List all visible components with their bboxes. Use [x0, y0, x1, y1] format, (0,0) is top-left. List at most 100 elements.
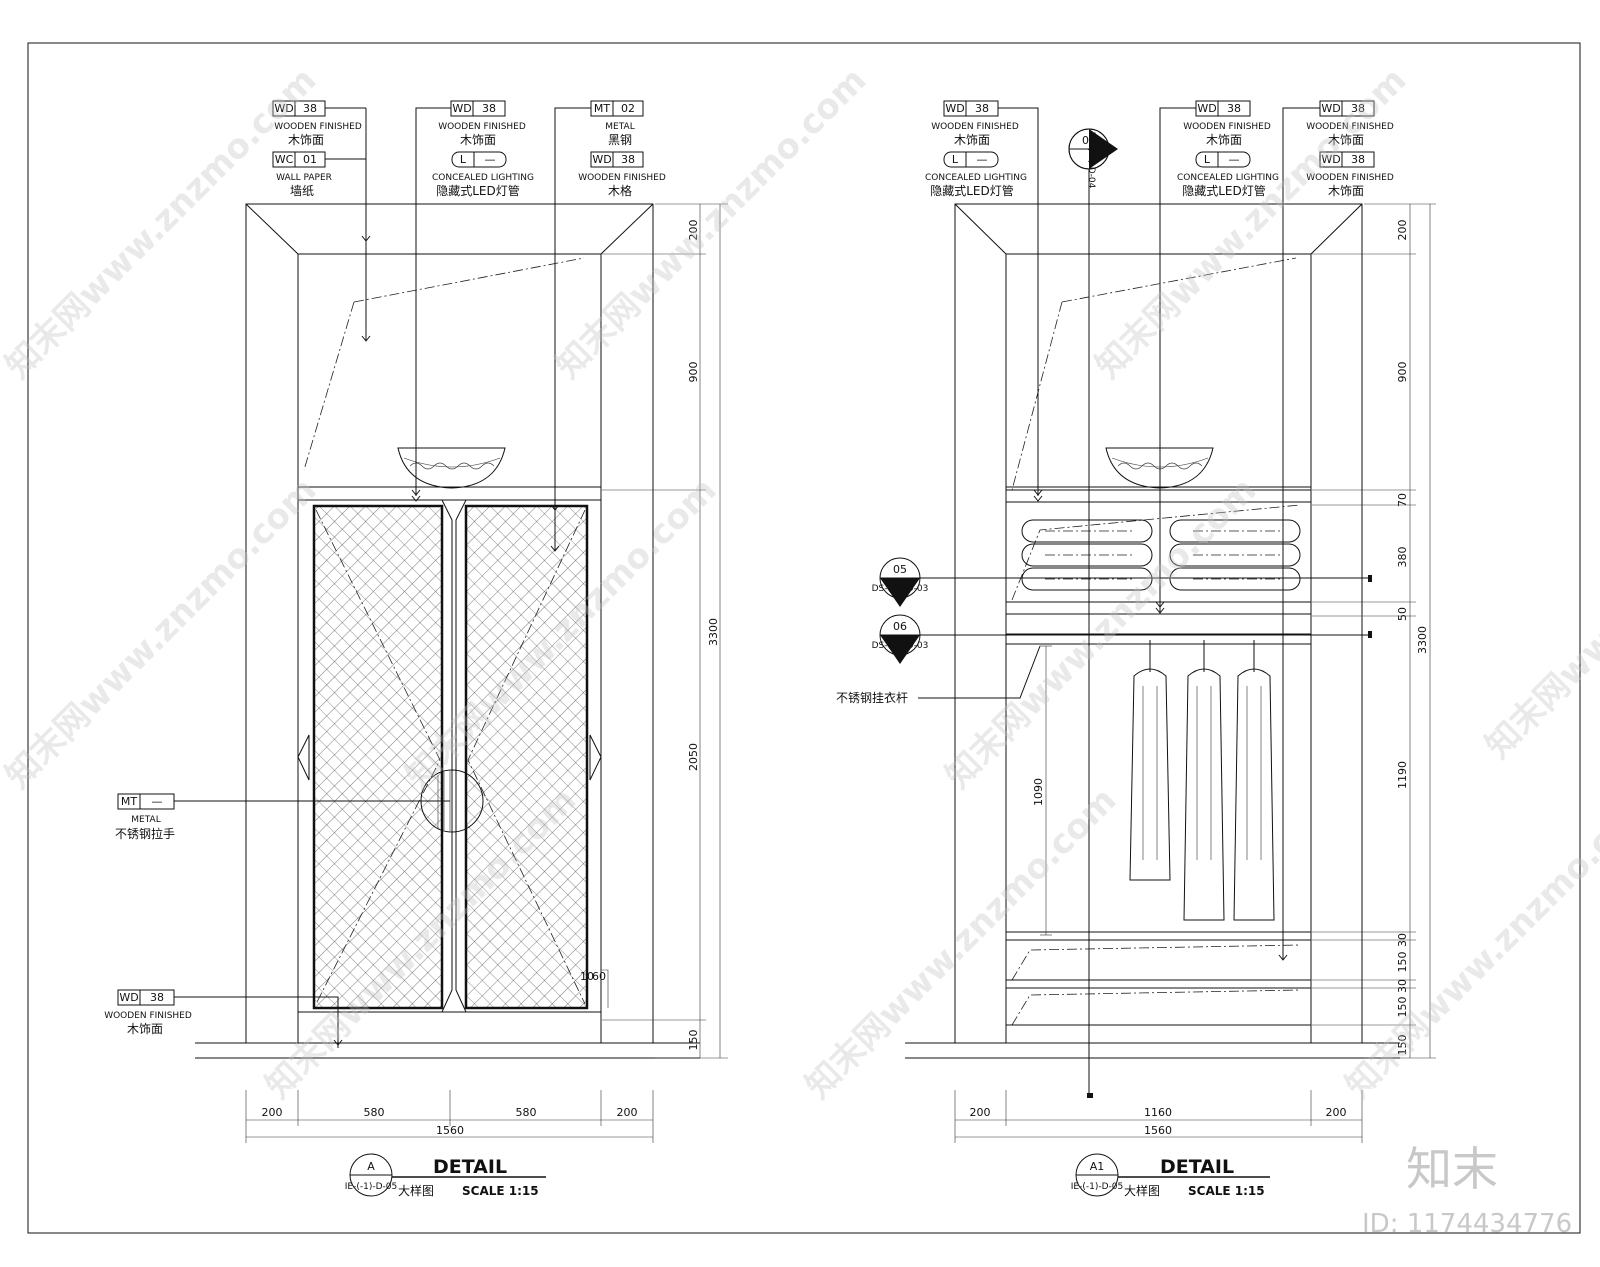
svg-text:580: 580: [364, 1106, 385, 1119]
svg-text:L: L: [460, 153, 467, 166]
svg-text:L: L: [1204, 153, 1211, 166]
tag-light-b: L — CONCEALED LIGHTING 隐藏式LED灯管: [1177, 151, 1279, 198]
tag-wd38-c: WD 38 WOODEN FINISHED 木饰面: [1306, 100, 1394, 147]
svg-text:30: 30: [1396, 933, 1409, 947]
svg-text:木饰面: 木饰面: [460, 133, 496, 147]
drawing-b: WD 38 WOODEN FINISHED 木饰面 L — CONCEALED …: [836, 100, 1436, 1198]
wallpaper-panel: [1005, 253, 1312, 488]
svg-text:WD: WD: [1321, 153, 1340, 166]
drawing-a: WD 38 WOODEN FINISHED 木饰面 WC 01 WALL PAP…: [104, 100, 728, 1198]
svg-text:WOODEN FINISHED: WOODEN FINISHED: [578, 173, 666, 183]
shelf: [1005, 601, 1312, 615]
svg-text:200: 200: [1396, 220, 1409, 241]
svg-text:06: 06: [893, 620, 907, 633]
svg-text:38: 38: [1351, 102, 1365, 115]
svg-text:IE-(-1)-D-05: IE-(-1)-D-05: [345, 1182, 397, 1192]
tag-mt-handle: MT — METAL 不锈钢拉手: [115, 793, 450, 841]
sheet-border: [27, 42, 1581, 1234]
svg-text:30: 30: [1396, 979, 1409, 993]
svg-text:DETAIL: DETAIL: [1160, 1156, 1234, 1178]
svg-text:1190: 1190: [1396, 761, 1409, 789]
svg-text:38: 38: [303, 102, 317, 115]
wood-base: [1005, 1024, 1312, 1044]
svg-text:L: L: [952, 153, 959, 166]
svg-text:1090: 1090: [1032, 778, 1045, 806]
svg-text:WOODEN FINISHED: WOODEN FINISHED: [1306, 122, 1394, 132]
svg-text:WOODEN FINISHED: WOODEN FINISHED: [931, 122, 1019, 132]
shelf: [1005, 931, 1312, 941]
svg-text:WOODEN FINISHED: WOODEN FINISHED: [1183, 122, 1271, 132]
svg-text:WOODEN FINISHED: WOODEN FINISHED: [274, 122, 362, 132]
svg-text:900: 900: [1396, 362, 1409, 383]
svg-text:WD: WD: [1197, 102, 1216, 115]
svg-text:38: 38: [482, 102, 496, 115]
svg-text:木饰面: 木饰面: [1328, 184, 1364, 198]
svg-text:200: 200: [687, 220, 700, 241]
inner-dimension: 1090: [1032, 645, 1052, 936]
svg-text:WD: WD: [945, 102, 964, 115]
svg-text:DS-(-1)-D-03: DS-(-1)-D-03: [872, 584, 929, 594]
shelf: [1005, 979, 1312, 989]
right-door-panel: [464, 504, 589, 1010]
horizontal-dimensions: 200 1160 200 1560: [954, 1090, 1363, 1143]
tag-light-a: L — CONCEALED LIGHTING 隐藏式LED灯管: [925, 151, 1027, 198]
tag-wd38-b: WD 38 WOODEN FINISHED 木饰面: [438, 100, 526, 147]
tag-wd38-a: WD 38 WOODEN FINISHED 木饰面: [272, 100, 366, 147]
detail-title-a: A IE-(-1)-D-05 DETAIL 大样图 SCALE 1:15: [345, 1153, 546, 1198]
svg-text:04: 04: [1082, 134, 1096, 147]
svg-text:200: 200: [970, 1106, 991, 1119]
svg-text:WD: WD: [592, 153, 611, 166]
svg-text:隐藏式LED灯管: 隐藏式LED灯管: [436, 183, 520, 198]
section-marker-06: 06 DS-(-1)-D-03: [872, 614, 1372, 664]
svg-text:DETAIL: DETAIL: [433, 1156, 507, 1178]
svg-text:02: 02: [621, 102, 635, 115]
wood-base: [297, 1011, 602, 1044]
svg-text:知末网www.znzmo.com: 知末网www.znzmo.com: [798, 780, 1124, 1106]
svg-text:WD: WD: [1321, 102, 1340, 115]
svg-text:大样图: 大样图: [1124, 1183, 1160, 1198]
svg-text:CONCEALED LIGHTING: CONCEALED LIGHTING: [925, 173, 1027, 183]
svg-text:WD: WD: [274, 102, 293, 115]
svg-text:不锈钢挂衣杆: 不锈钢挂衣杆: [836, 690, 908, 705]
gap-note: 60: [592, 970, 606, 983]
cabinet-inner: [1005, 253, 1312, 1044]
decor-bowl: [397, 447, 506, 489]
svg-text:CONCEALED LIGHTING: CONCEALED LIGHTING: [432, 173, 534, 183]
svg-text:WD: WD: [119, 991, 138, 1004]
hanging-clothes: [1129, 640, 1275, 921]
watermark-layer: 知末网www.znzmo.com 知末网www.znzmo.com 知末网www…: [0, 60, 1600, 1106]
svg-text:2050: 2050: [687, 743, 700, 771]
svg-text:大样图: 大样图: [398, 1183, 434, 1198]
svg-text:150: 150: [1396, 952, 1409, 973]
svg-text:知末网www.znzmo.com: 知末网www.znzmo.com: [1478, 440, 1600, 766]
svg-text:1560: 1560: [436, 1124, 464, 1137]
svg-text:WOODEN FINISHED: WOODEN FINISHED: [1306, 173, 1394, 183]
svg-text:1560: 1560: [1144, 1124, 1172, 1137]
svg-text:METAL: METAL: [605, 122, 634, 132]
svg-text:A: A: [367, 1160, 375, 1173]
svg-text:木饰面: 木饰面: [127, 1022, 163, 1036]
svg-text:38: 38: [150, 991, 164, 1004]
svg-text:150: 150: [687, 1030, 700, 1051]
svg-text:SCALE 1:15: SCALE 1:15: [462, 1184, 539, 1198]
svg-text:IE-(-1)-D-05: IE-(-1)-D-05: [1071, 1182, 1123, 1192]
svg-text:木饰面: 木饰面: [954, 133, 990, 147]
vertical-dimensions: 200 900 2050 150 3300: [602, 203, 728, 1059]
svg-text:木饰面: 木饰面: [288, 133, 324, 147]
svg-text:知末网www.znzmo.com: 知末网www.znzmo.com: [0, 470, 324, 796]
tag-wd38-d: WD 38 WOODEN FINISHED 木饰面: [1306, 151, 1394, 198]
left-door-panel: [312, 504, 444, 1010]
tag-light-a: L — CONCEALED LIGHTING 隐藏式LED灯管: [432, 151, 534, 198]
svg-text:黑钢: 黑钢: [608, 133, 632, 147]
svg-text:38: 38: [1351, 153, 1365, 166]
tag-wd38-c: WD 38 WOODEN FINISHED 木格: [578, 151, 666, 198]
svg-text:SCALE 1:15: SCALE 1:15: [1188, 1184, 1265, 1198]
svg-text:MT: MT: [594, 102, 610, 115]
svg-text:38: 38: [975, 102, 989, 115]
vertical-dimensions: 200 900 70 380 50 1190 30 150 30 150 150…: [1312, 203, 1436, 1059]
svg-text:WOODEN FINISHED: WOODEN FINISHED: [104, 1011, 192, 1021]
svg-text:WALL PAPER: WALL PAPER: [276, 173, 332, 183]
svg-text:METAL: METAL: [131, 815, 160, 825]
svg-text:01: 01: [303, 153, 317, 166]
